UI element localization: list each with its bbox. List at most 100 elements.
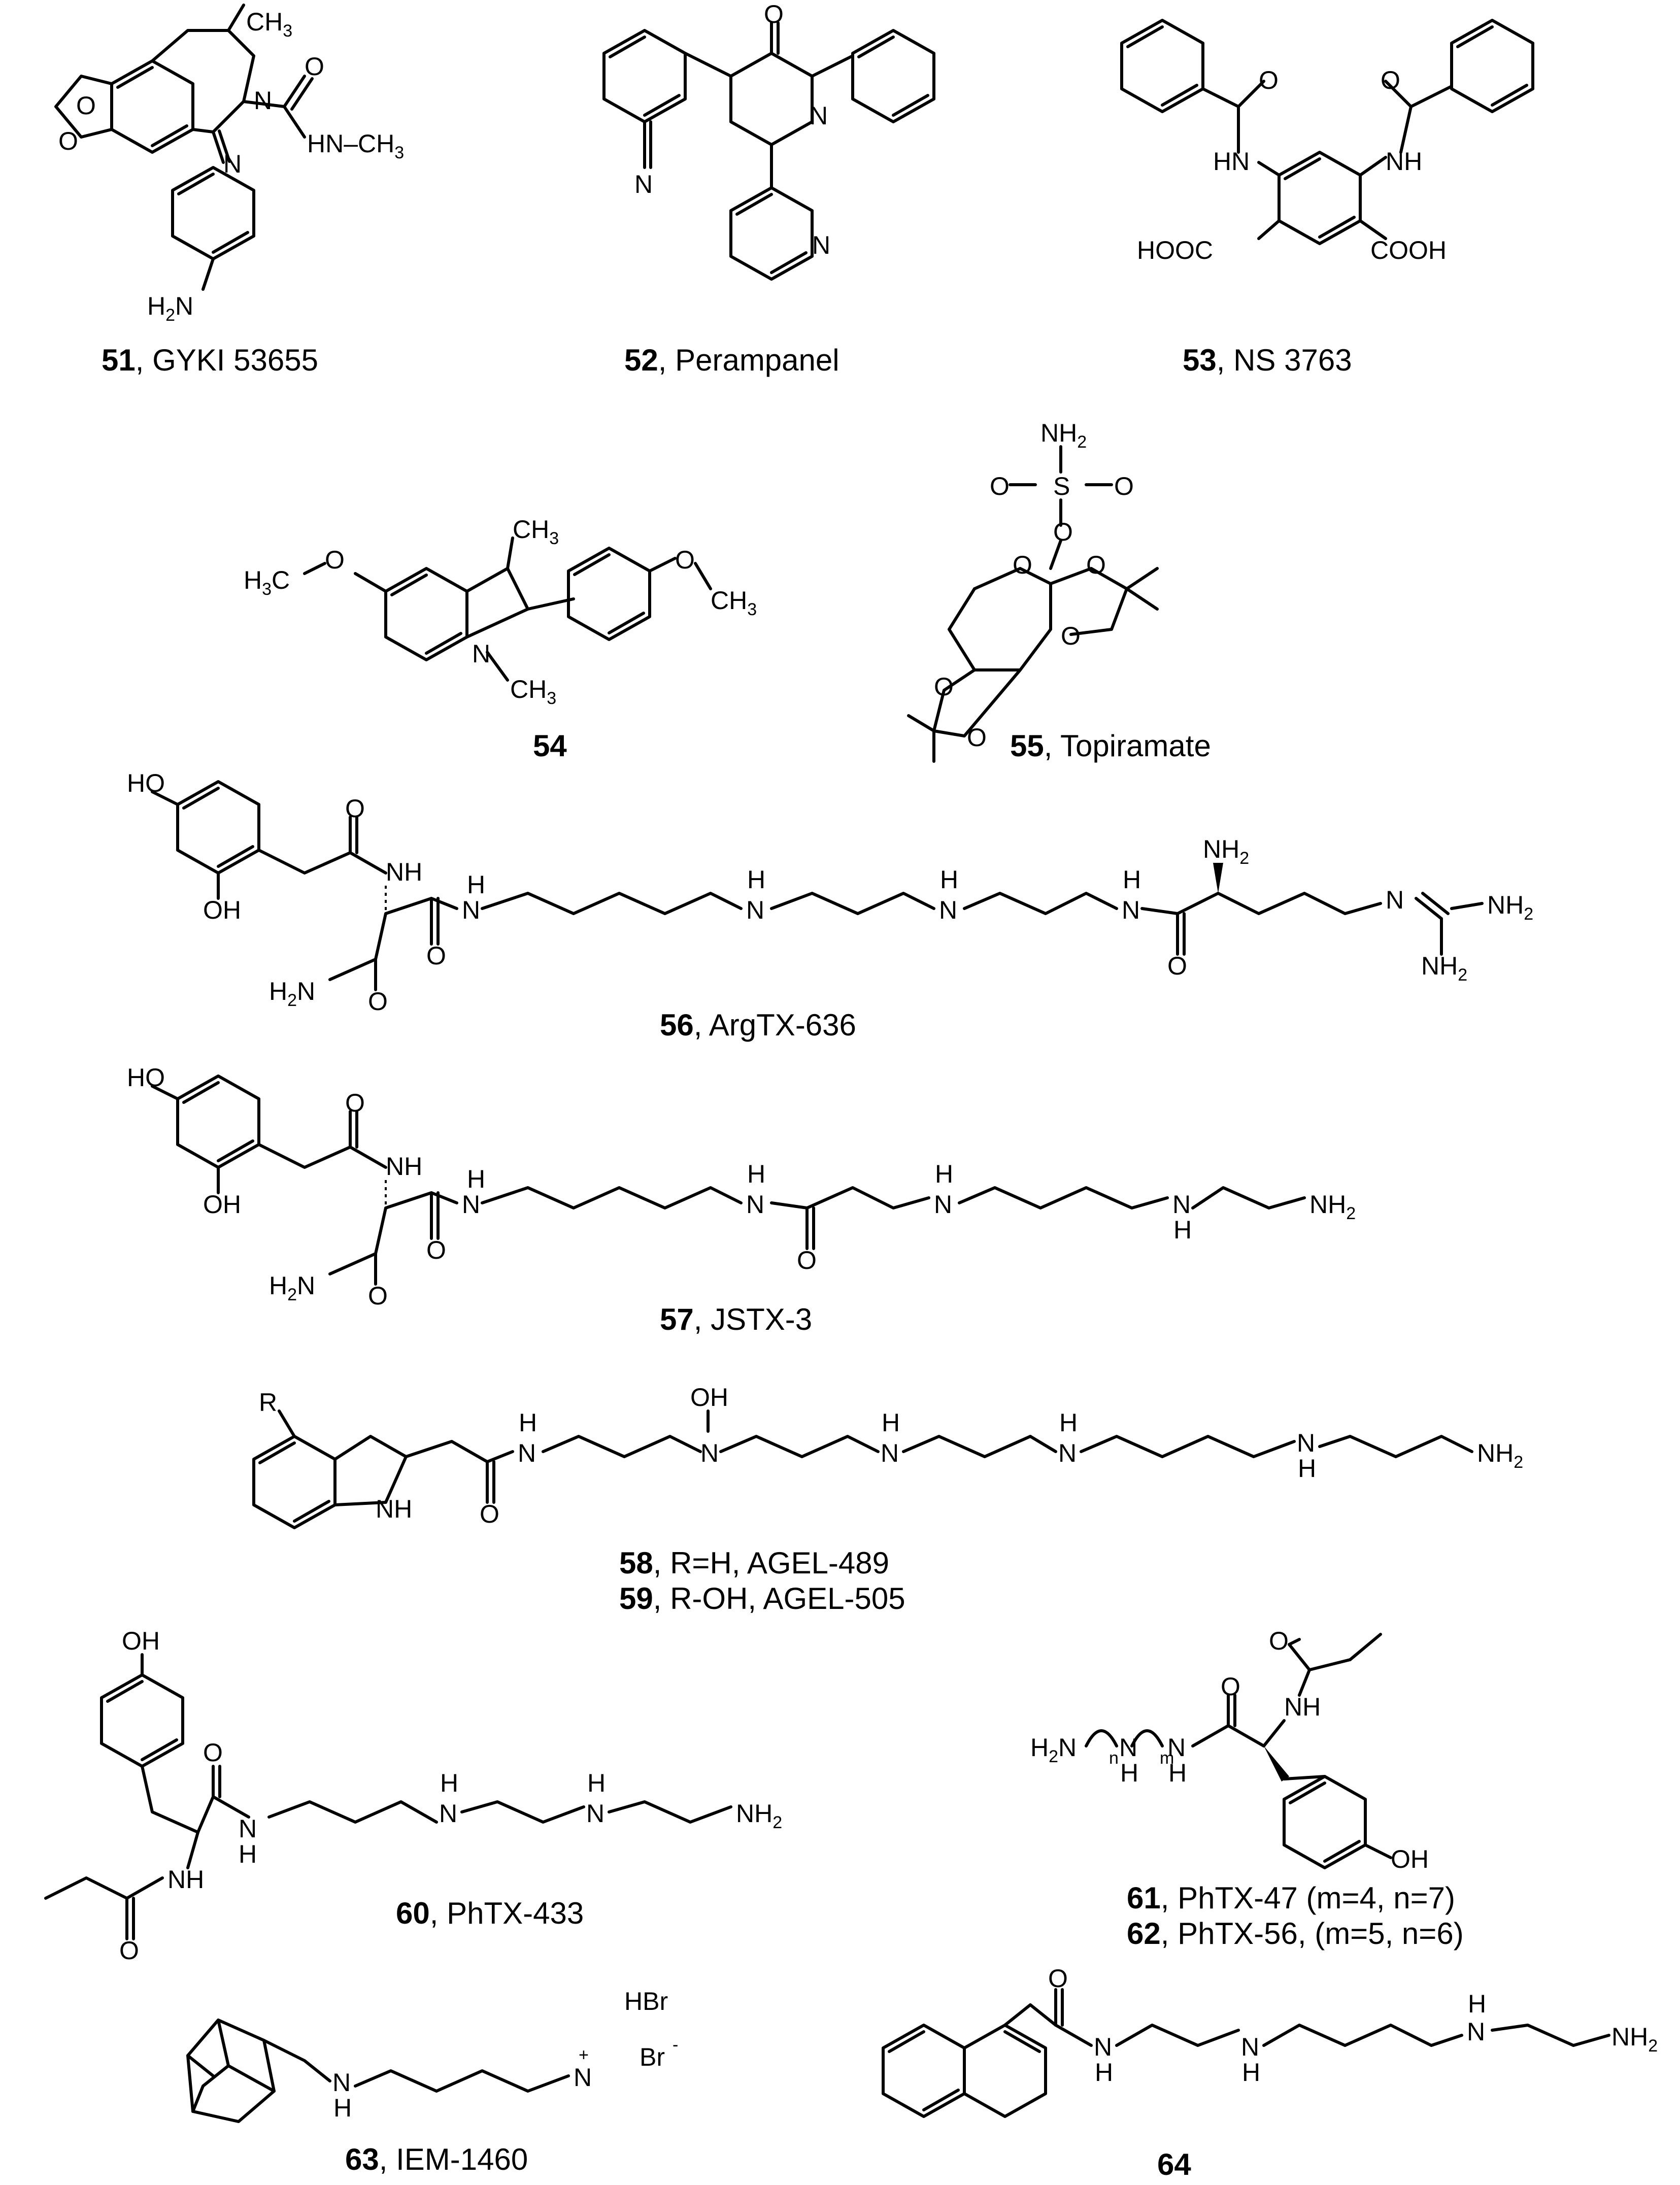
atom-nh2: NH2 — [1611, 2023, 1658, 2056]
atom-o: O — [797, 1246, 817, 1274]
atom-h2n: H2N — [269, 1271, 315, 1304]
atom-h: H — [1120, 1759, 1138, 1787]
atom-h: H — [519, 1408, 537, 1437]
atom-n: N — [518, 1439, 536, 1467]
compound-61-62-structure — [1085, 1633, 1392, 1869]
atom-o: O — [345, 1089, 365, 1117]
compound-53-caption: 53, NS 3763 — [1183, 343, 1352, 377]
atom-n: N — [746, 896, 764, 924]
atom-o: O — [325, 546, 345, 574]
atom-n: N — [939, 896, 957, 924]
atom-n: N — [472, 640, 490, 668]
atom-o: O — [368, 987, 388, 1016]
atom-h: H — [1173, 1216, 1192, 1244]
atom-h: H — [935, 1160, 953, 1188]
atom-n: N — [1167, 1733, 1186, 1762]
atom-h: H — [1123, 865, 1141, 894]
compound-64-caption: 64 — [1157, 2147, 1191, 2181]
atom-h2n: H2N — [147, 292, 193, 325]
atom-oh: OH — [203, 1190, 241, 1219]
compound-63-structure — [186, 2019, 570, 2123]
compound-53-structure — [1120, 19, 1534, 245]
atom-ch3: CH3 — [513, 515, 559, 548]
atom-nh: NH — [1284, 1693, 1321, 1721]
index-m: m — [1160, 1749, 1174, 1768]
atom-oh: OH — [1391, 1845, 1429, 1873]
atom-n: N — [1119, 1733, 1137, 1762]
atom-nh: NH — [386, 858, 422, 886]
compound-58-59-structure — [252, 1409, 1473, 1529]
atom-n: N — [462, 896, 480, 924]
atom-o: O — [368, 1282, 388, 1310]
atom-cooh: COOH — [1370, 236, 1447, 264]
atom-n: N — [462, 1190, 480, 1219]
atom-o: O — [345, 794, 365, 823]
atom-nh2: NH2 — [1477, 1439, 1523, 1472]
atom-h: H — [239, 1840, 257, 1868]
atom-h2n: H2N — [269, 977, 315, 1010]
atom-n: N — [812, 231, 830, 259]
atom-ho: HO — [127, 1063, 165, 1092]
atom-n: N — [223, 150, 242, 178]
atom-r: R — [259, 1388, 277, 1417]
compound-58-caption: 58, R=H, AGEL-489 — [619, 1546, 889, 1580]
atom-o: O — [1053, 518, 1073, 546]
atom-n: N — [1122, 896, 1140, 924]
atom-n: N — [934, 1190, 952, 1219]
atom-hooc: HOOC — [1137, 236, 1213, 264]
atom-ho: HO — [127, 769, 165, 797]
atom-oh: OH — [690, 1383, 728, 1411]
atom-h3c: H3C — [244, 566, 290, 599]
atom-nh: N — [239, 1814, 257, 1843]
atom-o: O — [119, 1936, 139, 1965]
atom-h: H — [1468, 1990, 1486, 2018]
atom-n: N — [1241, 2033, 1259, 2061]
atom-ch3: CH3 — [711, 586, 757, 619]
atom-oh: OH — [203, 896, 241, 924]
compound-55-caption: 55, Topiramate — [1010, 729, 1211, 763]
compound-57-caption: 57, JSTX-3 — [660, 1302, 812, 1336]
atom-hbr: HBr — [624, 1987, 668, 2015]
atom-n: N — [700, 1439, 719, 1467]
atom-nh2: NH2 — [1421, 952, 1467, 985]
compound-60-caption: 60, PhTX-433 — [396, 1896, 584, 1930]
compound-51-structure — [54, 4, 314, 291]
atom-o: O — [1259, 66, 1279, 94]
compound-61-caption: 61, PhTX-47 (m=4, n=7) — [1127, 1881, 1455, 1915]
atom-nh: NH — [386, 1152, 422, 1181]
atom-o: O — [76, 91, 96, 120]
index-n: n — [1109, 1749, 1119, 1768]
atom-h: H — [1298, 1454, 1316, 1483]
atom-n: N — [254, 86, 272, 115]
atom-o: O — [967, 723, 987, 752]
atom-o: O — [1061, 622, 1081, 650]
atom-ch3: CH3 — [510, 675, 556, 708]
atom-o: O — [305, 52, 324, 81]
atom-h: H — [333, 2094, 352, 2122]
atom-o: O — [58, 127, 78, 155]
atom-s: S — [1053, 472, 1070, 500]
atom-h: H — [747, 1160, 765, 1188]
atom-o: O — [1381, 66, 1400, 94]
charge-plus: + — [579, 2045, 589, 2065]
atom-n: N — [810, 102, 828, 130]
compound-52-structure — [602, 21, 935, 281]
atom-oh: OH — [122, 1627, 160, 1655]
atom-h2n: H2N — [1030, 1733, 1077, 1766]
atom-o: O — [990, 472, 1010, 500]
atom-n: N — [634, 170, 653, 198]
atom-n: N — [1058, 1439, 1077, 1467]
compound-59-caption: 59, R-OH, AGEL-505 — [619, 1582, 905, 1616]
atom-n: N — [1467, 2018, 1485, 2046]
atom-br: Br — [640, 2043, 665, 2071]
atom-o: O — [426, 1236, 446, 1264]
atom-n: N — [1297, 1429, 1315, 1457]
atom-h: H — [747, 865, 765, 894]
atom-nh: NH — [376, 1495, 412, 1523]
atom-h: H — [1095, 2058, 1113, 2087]
atom-o: O — [764, 0, 784, 28]
atom-h: H — [1059, 1408, 1078, 1437]
compound-56-caption: 56, ArgTX-636 — [660, 1008, 856, 1042]
atom-nh: NH — [1386, 147, 1422, 176]
